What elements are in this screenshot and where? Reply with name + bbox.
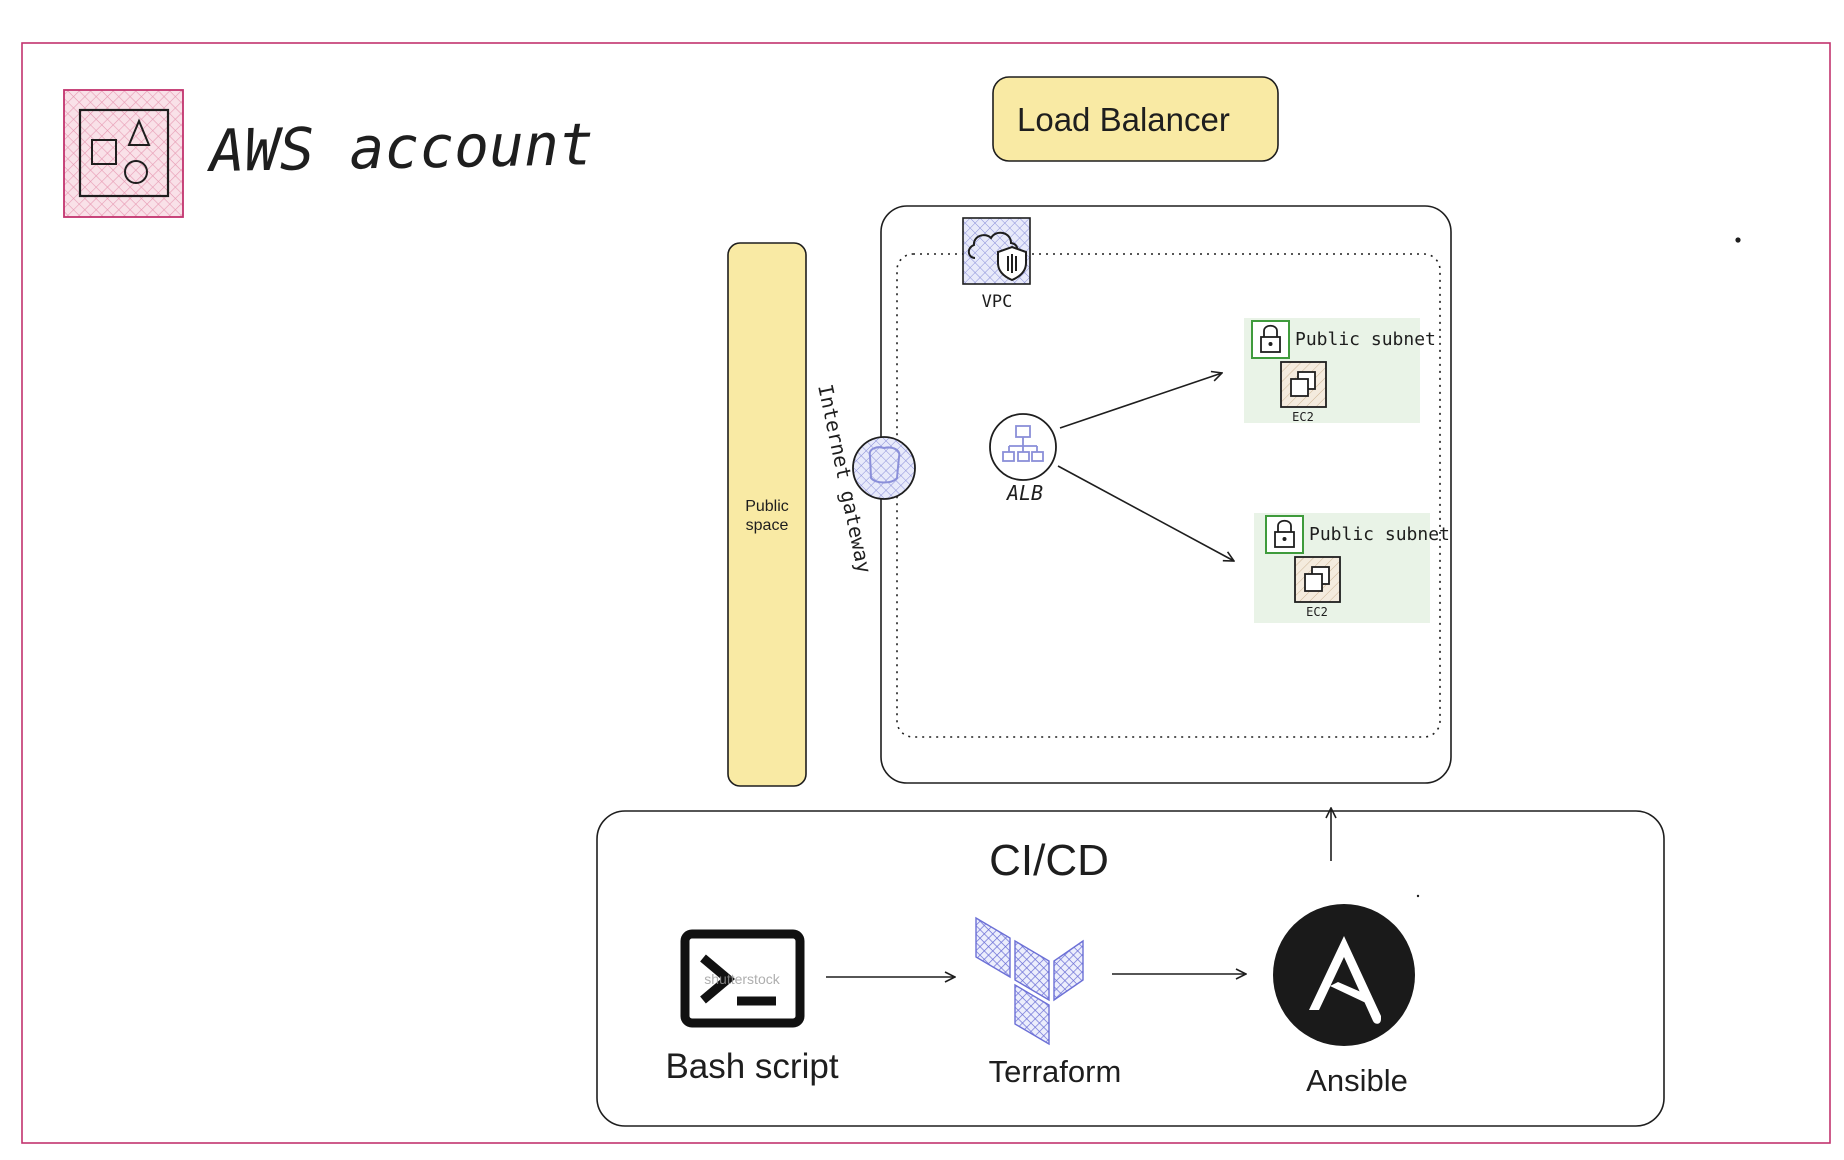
public-subnet-2: Public subnet EC2 (1254, 513, 1450, 623)
alb-icon (989, 413, 1057, 481)
stray-dot (1735, 237, 1741, 243)
ec2-icon (1294, 556, 1341, 603)
arrow-alb-to-subnet-2 (1057, 465, 1234, 561)
aws-account-frame (21, 42, 1831, 1144)
alb-label: ALB (1005, 481, 1043, 505)
public-subnet-1-label: Public subnet (1295, 329, 1436, 350)
lock-icon (1265, 515, 1304, 554)
public-subnet-2-label: Public subnet (1309, 524, 1450, 545)
ec2-icon (1280, 361, 1327, 408)
cicd-title: CI/CD (989, 836, 1109, 885)
vpc-inner-dotted-box (896, 253, 1441, 738)
lock-icon (1251, 320, 1290, 359)
aws-account-title: AWS account (206, 110, 594, 185)
bash-watermark: shutterstock (704, 971, 780, 987)
vpc-outer-box (880, 205, 1452, 784)
public-space-label-line2: space (746, 517, 789, 534)
bash-script-label: Bash script (665, 1047, 838, 1086)
public-subnet-1: Public subnet EC2 (1244, 318, 1436, 424)
ec2-label-2: EC2 (1306, 605, 1328, 619)
public-space-bar (727, 242, 807, 787)
internet-gateway-icon (852, 436, 916, 500)
ec2-label-1: EC2 (1292, 410, 1314, 424)
load-balancer-note (992, 76, 1279, 162)
public-space-label-line1: Public (745, 498, 789, 515)
cicd-box (596, 810, 1665, 1127)
arrow-alb-to-subnet-1 (1059, 373, 1222, 429)
aws-account-icon (63, 89, 184, 218)
vpc-icon (962, 217, 1031, 285)
terraform-icon (975, 916, 1084, 1046)
terraform-label: Terraform (989, 1054, 1122, 1089)
ansible-label: Ansible (1306, 1063, 1408, 1098)
load-balancer-label: Load Balancer (1017, 101, 1230, 138)
ansible-icon (1273, 904, 1415, 1046)
stray-dot-small (1416, 894, 1420, 898)
terminal-icon: shutterstock (680, 929, 805, 1028)
vpc-label: VPC (982, 292, 1013, 312)
